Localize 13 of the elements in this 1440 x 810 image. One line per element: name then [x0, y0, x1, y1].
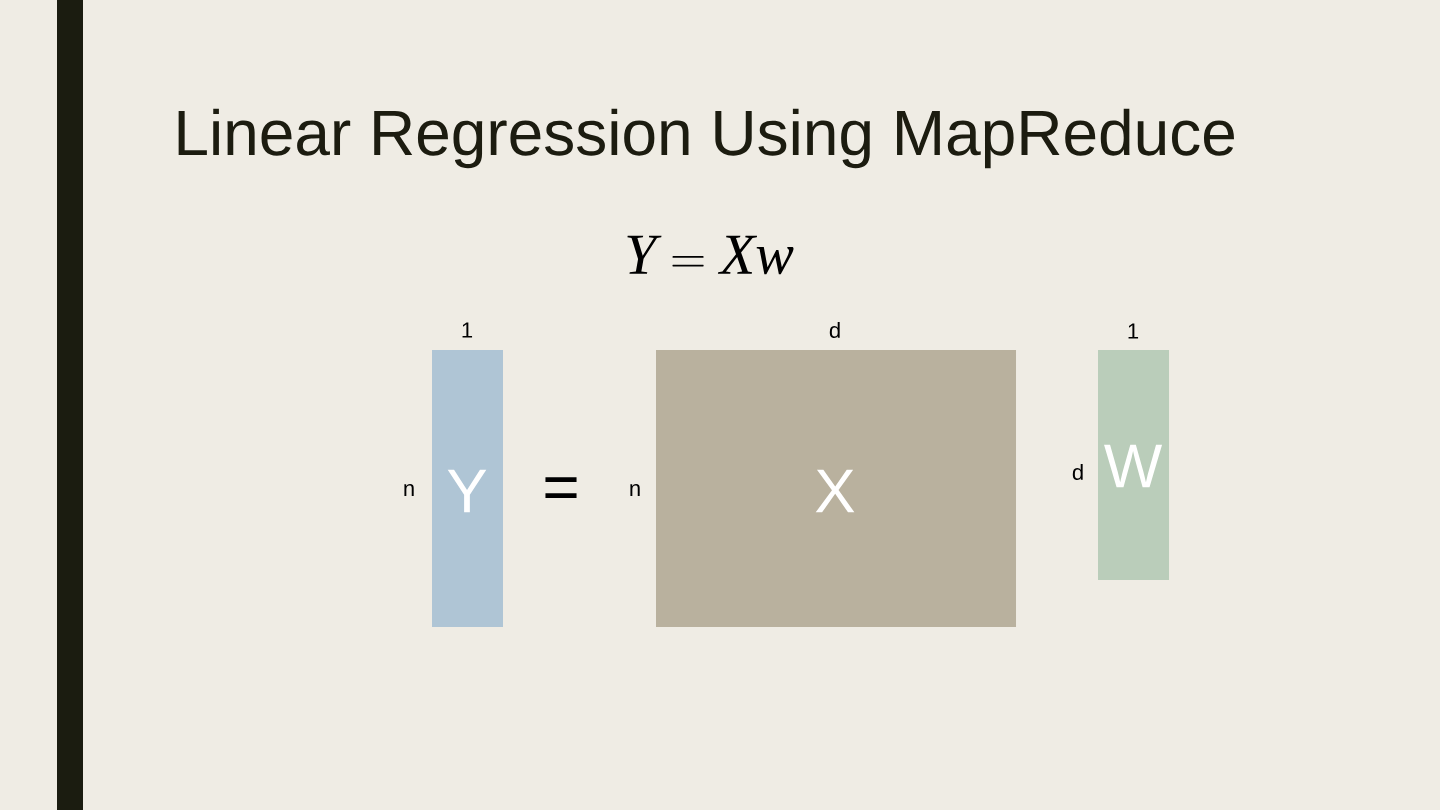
matrix-block: X: [656, 350, 1016, 627]
matrix-block: Y: [432, 350, 503, 627]
slide-title: Linear Regression Using MapReduce: [178, 108, 1234, 169]
dimension-label: n: [630, 484, 640, 496]
dimension-label: 1: [462, 322, 473, 338]
dimension-label: 1: [1128, 323, 1139, 339]
equation: $Y = Xw$: [627, 235, 794, 275]
matrix-block: W: [1098, 350, 1169, 580]
dimension-label: d: [829, 321, 840, 339]
dimension-label: n: [404, 484, 414, 496]
equals-sign: =: [545, 477, 577, 498]
side-bar: [57, 0, 83, 810]
dimension-label: d: [1072, 463, 1083, 481]
